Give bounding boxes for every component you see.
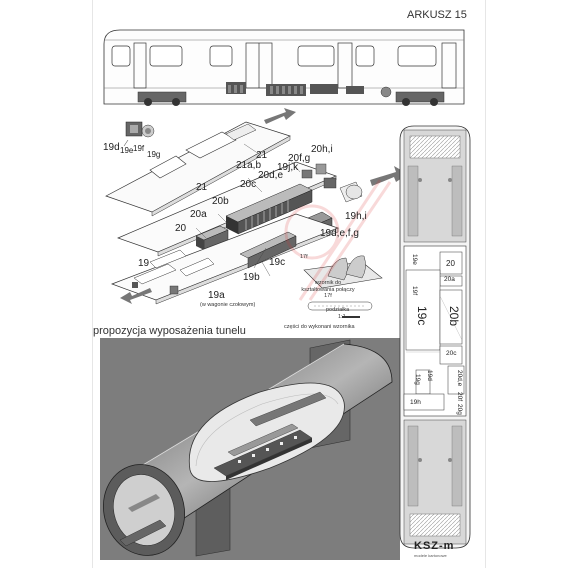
sheet-title: ARKUSZ 15 xyxy=(407,9,467,21)
label-19: 19 xyxy=(138,258,150,269)
scale-ratio: 1:1 xyxy=(338,314,346,320)
car-floor-plan xyxy=(399,125,471,549)
plan-label-19e: 19e xyxy=(411,254,418,265)
label-21: 21 xyxy=(196,182,208,193)
label-20c: 20c xyxy=(240,179,257,190)
plan-label-20a: 20a xyxy=(444,276,455,283)
parts-caption: części do wykonani wzornika xyxy=(284,324,355,330)
plan-label-20f: 20f xyxy=(456,392,463,402)
label-19d: 19d xyxy=(103,142,120,153)
publisher-tagline: modele kartonowe xyxy=(414,553,447,558)
label-19defg: 19d,e,f,g xyxy=(320,228,359,239)
label-19f: 19f xyxy=(133,144,145,153)
exploded-assembly-view xyxy=(105,108,408,318)
plan-label-20g: 20g xyxy=(456,404,463,415)
label-20de: 20d,e xyxy=(258,170,284,181)
section-heading: propozycja wyposażenia tunelu xyxy=(93,325,246,337)
plan-label-20b: 20b xyxy=(447,306,461,327)
plan-label-20de: 20d,e xyxy=(456,370,463,387)
label-19b: 19b xyxy=(243,272,260,283)
label-19jk: 19j,k xyxy=(277,162,299,173)
scale-label: podziałka xyxy=(326,307,350,313)
tunnel-perspective xyxy=(100,338,400,560)
note-19a: (w wagonie czołowym) xyxy=(200,302,256,308)
label-19a: 19a xyxy=(208,290,225,301)
label-20a: 20a xyxy=(190,209,207,220)
plan-label-19g: 19g xyxy=(414,374,421,385)
label-19c: 19c xyxy=(269,257,286,268)
label-19g: 19g xyxy=(147,150,161,159)
plan-label-19f: 19f xyxy=(411,286,418,296)
label-21-top: 21 xyxy=(256,150,268,161)
plan-label-19d: 19d xyxy=(426,370,433,381)
label-20b: 20b xyxy=(212,196,229,207)
label-17f: 17f xyxy=(300,254,308,260)
label-20fg: 20f,g xyxy=(288,153,311,164)
plan-label-19c: 19c xyxy=(415,306,429,326)
label-19hi: 19h,i xyxy=(345,211,367,222)
plan-label-20c: 20c xyxy=(446,350,457,357)
publisher-logo: KSZ-m xyxy=(414,540,455,552)
car-side-elevation xyxy=(103,29,465,106)
label-20hi: 20h,i xyxy=(311,144,333,155)
plan-label-19h: 19h xyxy=(410,399,421,406)
label-20: 20 xyxy=(175,223,187,234)
plan-label-20: 20 xyxy=(446,259,455,268)
label-21ab: 21a,b xyxy=(236,160,262,171)
label-19e: 19e xyxy=(120,146,134,155)
template-caption: wzornik do kształtowania połączy 17f xyxy=(301,280,355,300)
watermark-mark xyxy=(284,179,392,301)
